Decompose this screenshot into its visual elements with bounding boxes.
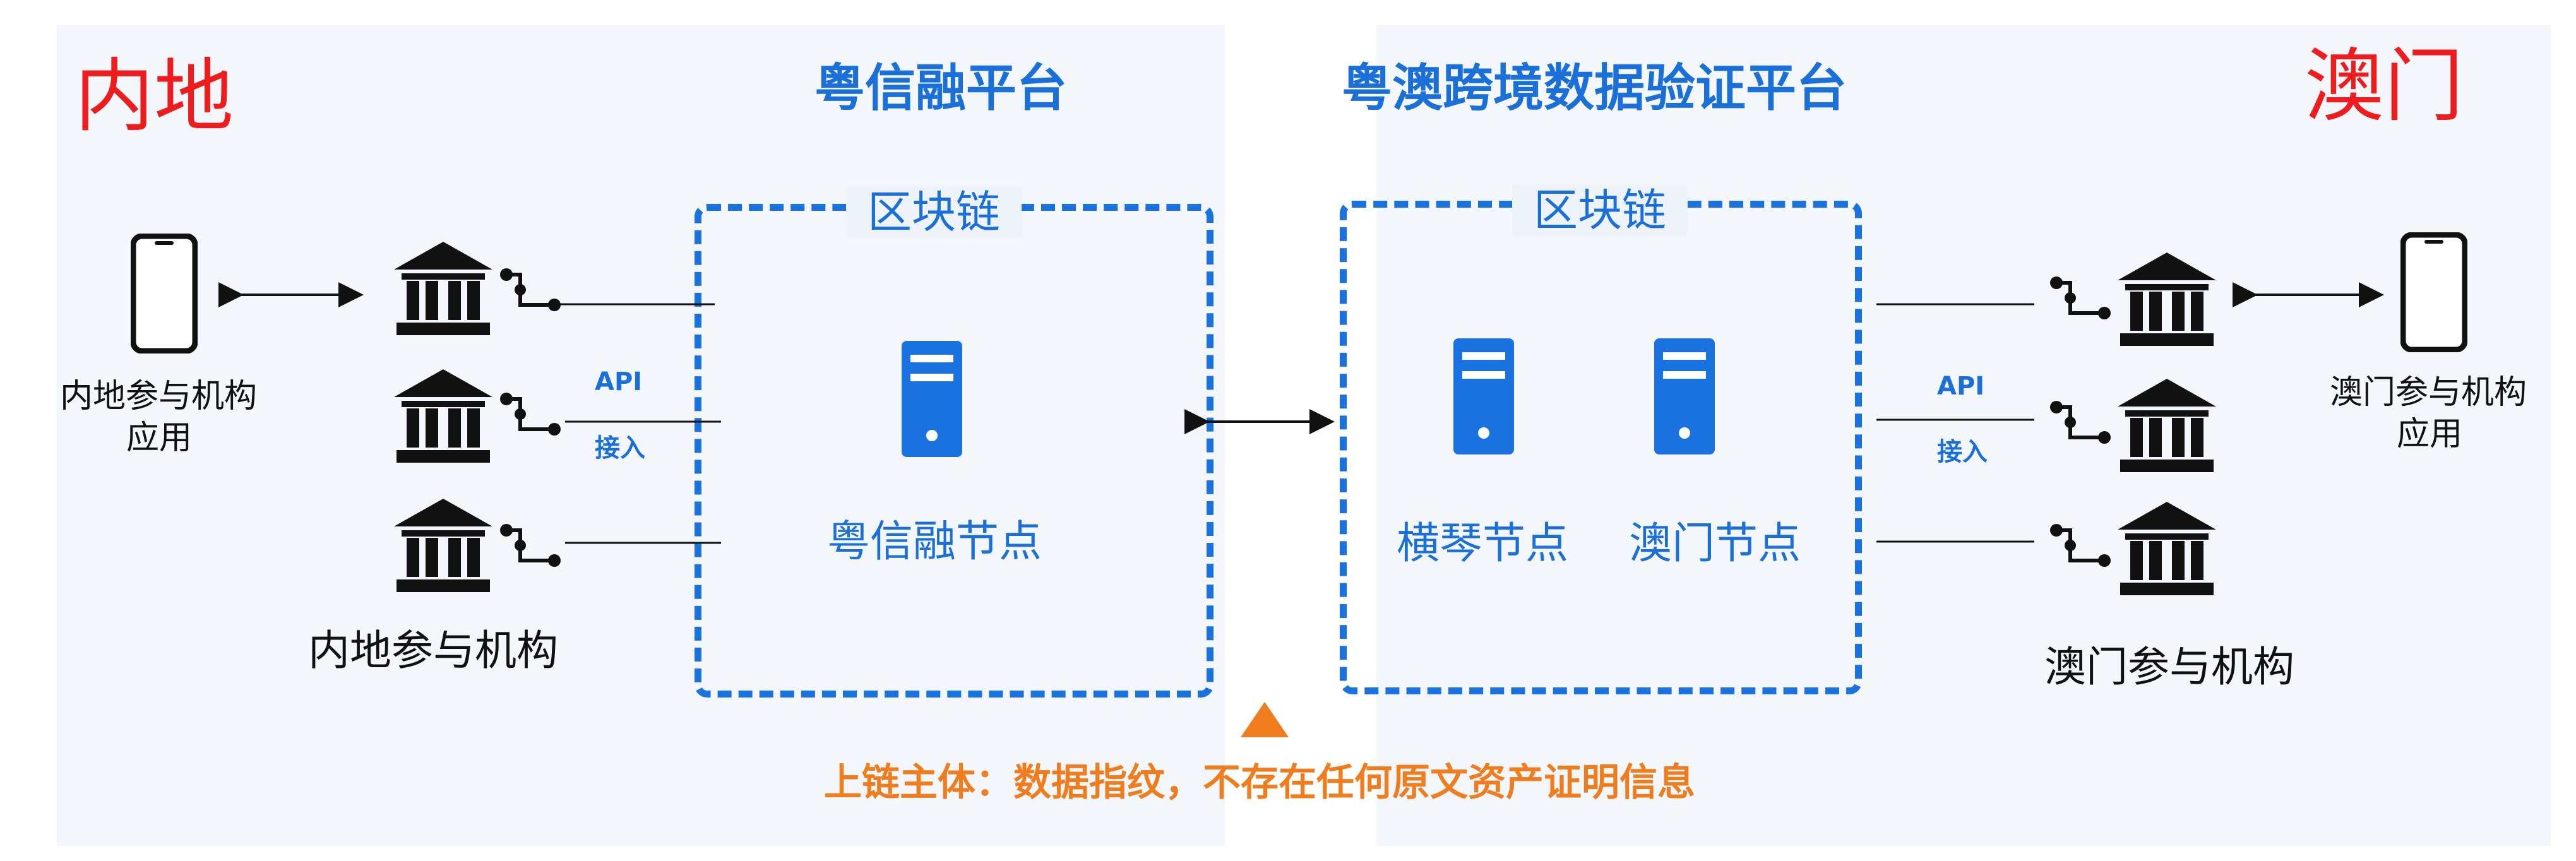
platform-title-left: 粤信融平台 [814, 59, 1067, 117]
connector-icon [500, 393, 561, 436]
mainland-app-label-line1: 内地参与机构 [60, 377, 258, 415]
bank-icon [394, 499, 492, 592]
bank-icon [394, 242, 492, 335]
platform-title-right: 粤澳跨境数据验证平台 [1342, 59, 1847, 117]
api-access-label-right: 接入 [1937, 437, 1988, 466]
api-label-left: API [595, 367, 643, 396]
bank-icon [394, 369, 492, 463]
macau-app-label-line1: 澳门参与机构 [2330, 374, 2527, 412]
macau-app-label-line2: 应用 [2397, 415, 2463, 453]
connector-icon [500, 524, 561, 567]
warning-triangle-icon [1241, 702, 1289, 737]
mainland-institutions-label: 内地参与机构 [308, 626, 558, 675]
blockchain-label-left: 区块链 [846, 186, 1022, 238]
server-icon [1453, 338, 1514, 454]
footnote-text: 上链主体：数据指纹，不存在任何原文资产证明信息 [824, 761, 1695, 805]
api-access-label-left: 接入 [595, 434, 645, 463]
phone-icon [131, 234, 198, 353]
connector-icon [500, 268, 561, 311]
server-icon [902, 341, 962, 457]
node-label-yuexinrong: 粤信融节点 [827, 517, 1042, 567]
connector-icon [2050, 401, 2111, 444]
server-icon [1654, 338, 1715, 454]
macau-panel [1376, 25, 2551, 846]
region-macau-title: 澳门 [2305, 40, 2464, 133]
api-label-right: API [1937, 372, 1985, 401]
region-mainland-title: 内地 [75, 50, 234, 143]
mainland-panel [57, 25, 1225, 846]
blockchain-label-right: 区块链 [1512, 184, 1688, 236]
node-label-macau: 澳门节点 [1629, 519, 1801, 569]
connector-icon [2050, 276, 2111, 319]
phone-icon [2400, 232, 2467, 352]
bank-icon [2118, 379, 2216, 472]
node-label-hengqin: 横琴节点 [1397, 519, 1569, 569]
mainland-app-label-line2: 应用 [126, 419, 193, 457]
bank-icon [2118, 252, 2216, 346]
macau-institutions-label: 澳门参与机构 [2044, 643, 2294, 691]
bank-icon [2118, 502, 2216, 595]
connector-icon [2050, 524, 2111, 567]
